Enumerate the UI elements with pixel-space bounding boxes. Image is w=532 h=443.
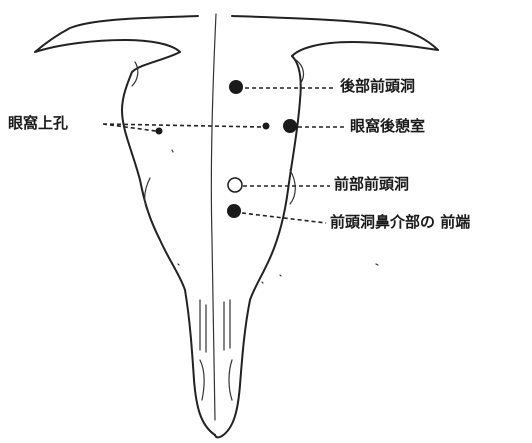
label-nasal-turbinate-front: 前頭洞鼻介部の 前端 xyxy=(330,215,470,230)
left-horn xyxy=(35,16,198,52)
label-posterior-frontal-sinus: 後部前頭洞 xyxy=(340,79,415,94)
label-anterior-frontal-sinus: 前部前頭洞 xyxy=(334,177,409,192)
midline-suture xyxy=(211,14,216,420)
label-supraorbital-foramen: 眼窩上孔 xyxy=(8,116,68,131)
anterior-frontal-sinus-dot xyxy=(228,178,242,192)
leader-supraorbital xyxy=(103,124,262,131)
skull-left-outline xyxy=(122,52,215,435)
label-postorbital-recess: 眼窩後憩室 xyxy=(350,119,425,134)
nasal-turbinate-front-dot xyxy=(227,204,241,218)
postorbital-recess-dot xyxy=(283,119,297,133)
skull-right-outline xyxy=(215,56,301,437)
supraorbital-foramen-dot-right xyxy=(263,123,270,130)
nasal-lines xyxy=(200,300,232,400)
posterior-frontal-sinus-dot xyxy=(229,80,243,94)
right-horn xyxy=(232,16,438,56)
supraorbital-foramen-dot-left xyxy=(156,128,163,135)
